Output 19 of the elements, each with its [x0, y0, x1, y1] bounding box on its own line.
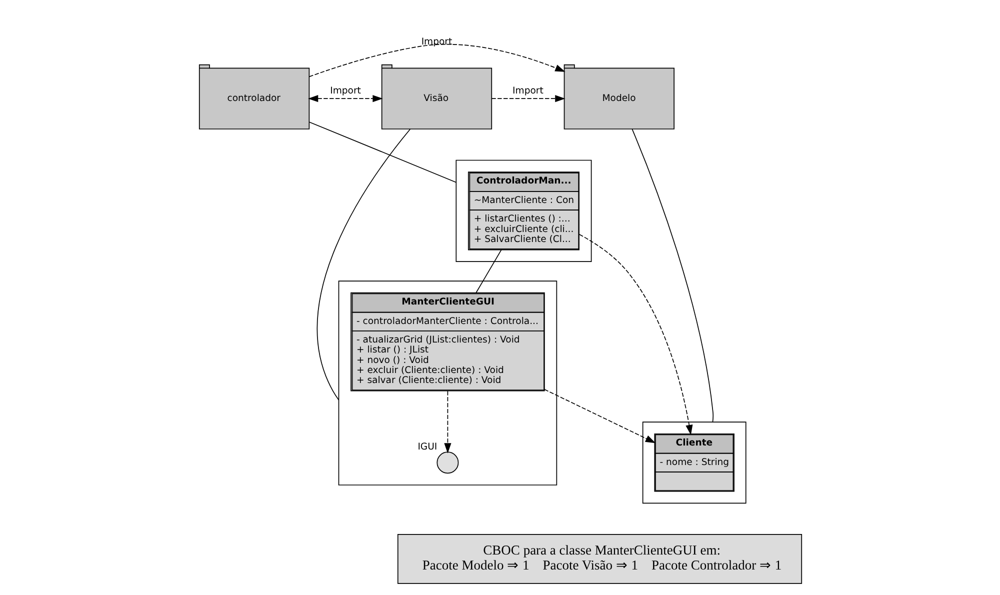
- edge-label: Import: [330, 85, 360, 96]
- arrow: [578, 234, 692, 436]
- cluster: [455, 160, 592, 262]
- cluster: [338, 280, 557, 486]
- node-label: IGUI: [417, 441, 437, 452]
- cluster: [642, 422, 746, 504]
- connector: [631, 128, 714, 422]
- arrow: [444, 390, 451, 454]
- edge-label: Import: [420, 36, 452, 48]
- connector: [308, 122, 456, 183]
- connector: [475, 249, 502, 294]
- arrow: [544, 389, 656, 444]
- arrow: [308, 44, 565, 78]
- arrow: [490, 95, 565, 102]
- arrow: [308, 95, 382, 102]
- node-circle: [436, 452, 458, 474]
- edge-label: Import: [512, 85, 543, 96]
- node-box: CBOC para a classe ManterClienteGUI em: Pacote Modelo ⇒ 1 Pacote Visão ⇒ 1 Pacote Controlador ⇒ 1: [396, 534, 802, 584]
- connector: [316, 128, 410, 400]
